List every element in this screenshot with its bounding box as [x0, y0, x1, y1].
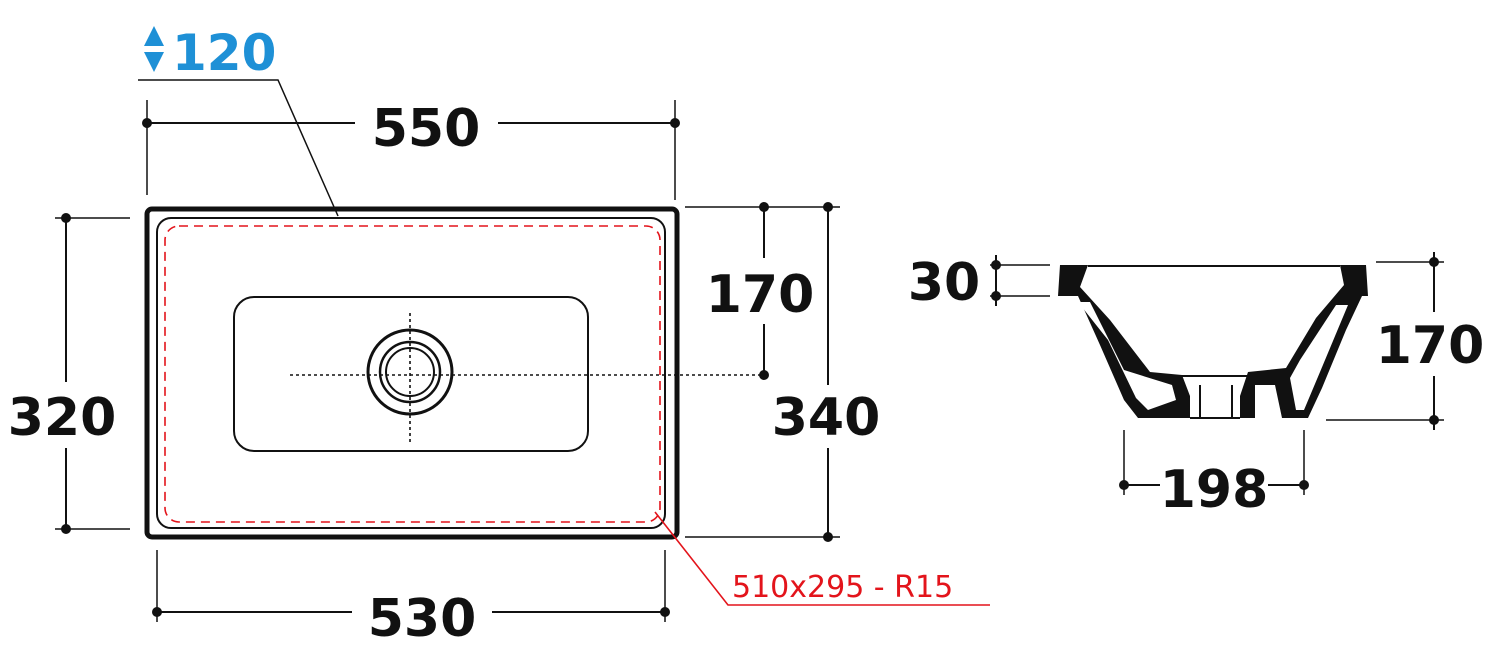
side-view: 30 170 198 — [908, 252, 1484, 520]
rim-dimension — [990, 255, 1050, 306]
cutout-leader-line — [654, 511, 990, 606]
plan-view: 120 550 — [8, 24, 990, 649]
drain-icon — [366, 328, 454, 416]
width-bottom-dimension — [152, 550, 670, 622]
width-top-label: 550 — [372, 99, 481, 159]
width-bottom-label: 530 — [368, 589, 477, 649]
cutout-outline — [164, 225, 661, 523]
basin-section — [1058, 265, 1368, 419]
rim-label: 30 — [908, 253, 980, 313]
cutout-label: 510x295 - R15 — [732, 570, 953, 605]
up-down-arrow-icon — [144, 26, 164, 72]
height-right-dimension — [685, 202, 840, 542]
base-label: 198 — [1160, 460, 1269, 520]
base-dimension — [1119, 430, 1309, 495]
basin-inner-rim — [156, 217, 666, 529]
drain-offset-dimension — [685, 202, 840, 380]
drain-offset-label: 170 — [706, 265, 815, 325]
side-height-label: 170 — [1376, 316, 1485, 376]
width-top-dimension — [142, 100, 680, 200]
depth-leader-line — [138, 79, 339, 217]
height-left-dimension — [55, 213, 130, 534]
basin-outer-outline — [144, 206, 680, 540]
bowl-outline — [233, 296, 589, 452]
height-left-label: 320 — [8, 388, 117, 448]
depth-label: 120 — [172, 24, 276, 82]
height-right-label: 340 — [772, 388, 881, 448]
side-height-dimension — [1326, 252, 1444, 430]
